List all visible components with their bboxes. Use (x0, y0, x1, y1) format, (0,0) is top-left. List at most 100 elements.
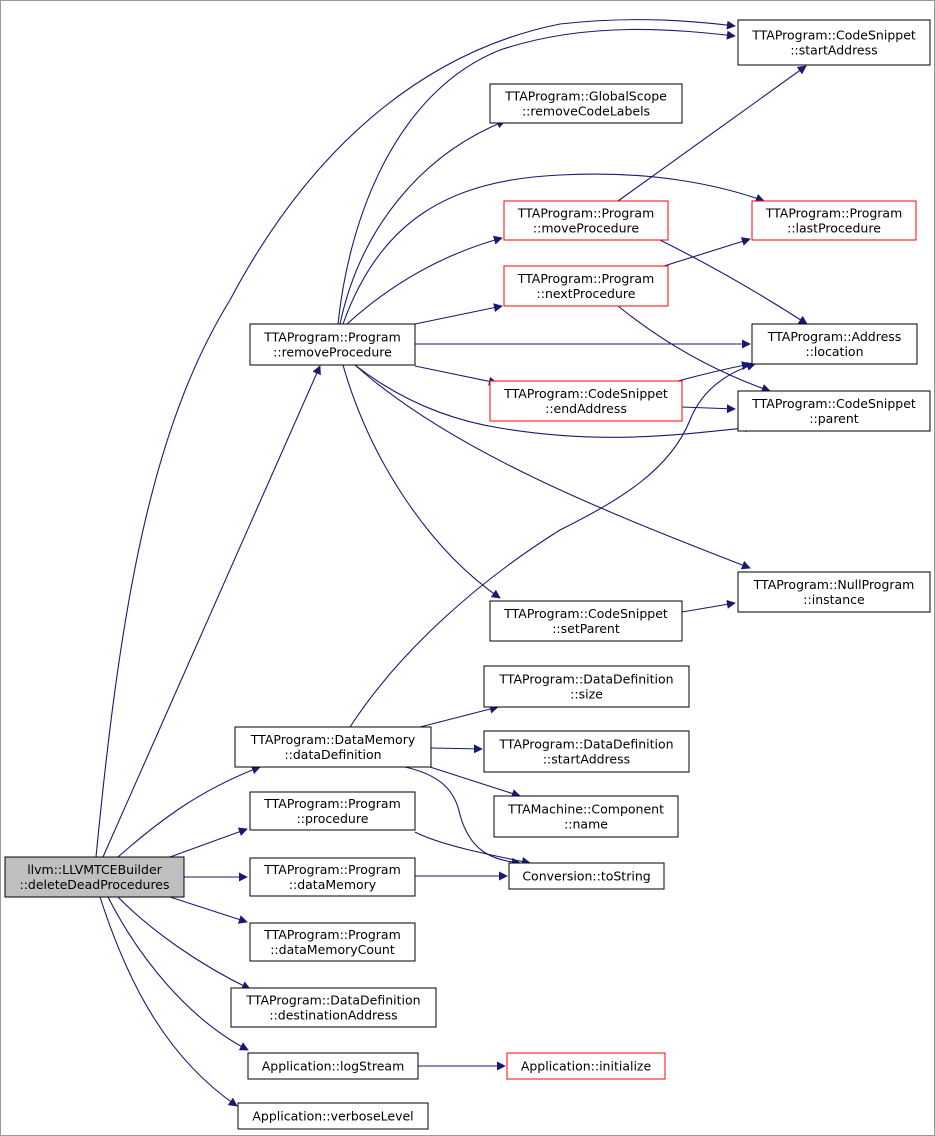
node-box (506, 1052, 666, 1080)
node-nextProcedure[interactable]: TTAProgram::Program::nextProcedure (503, 265, 669, 307)
node-label-line: ::procedure (297, 811, 369, 826)
edge-root-to-dataMemoryCount (169, 896, 248, 924)
node-box (493, 795, 679, 838)
node-setParent[interactable]: TTAProgram::CodeSnippet::setParent (489, 600, 683, 642)
node-label-line: ::instance (803, 592, 865, 607)
node-box (230, 987, 437, 1028)
node-box (247, 1052, 419, 1080)
node-removeProcedure[interactable]: TTAProgram::Program::removeProcedure (249, 323, 416, 366)
node-label-line: TTAProgram::DataDefinition (245, 993, 420, 1008)
node-toString[interactable]: Conversion::toString (508, 862, 665, 890)
node-label-line: TTAProgram::Program (263, 862, 401, 877)
edge-root-to-logStream (107, 896, 249, 1051)
node-box (249, 857, 416, 897)
node-label-line: TTAProgram::DataDefinition (498, 672, 673, 687)
edge-root-to-verboseLevel (99, 896, 238, 1107)
node-lastProcedure[interactable]: TTAProgram::Program::lastProcedure (751, 200, 917, 241)
node-label-line: ::startAddress (543, 752, 630, 767)
node-destinationAddress[interactable]: TTAProgram::DataDefinition::destinationA… (230, 987, 437, 1028)
edge-removeProcedure-to-setParent (342, 364, 501, 599)
node-parent[interactable]: TTAProgram::CodeSnippet::parent (737, 390, 931, 432)
edge-dataDefinition-to-toString (404, 766, 521, 867)
node-box (489, 83, 683, 124)
node-label-line: TTAProgram::CodeSnippet (751, 396, 916, 411)
node-label-line: Application::verboseLevel (252, 1109, 413, 1124)
edge-dataDefinition-to-ddStartAddress (430, 744, 483, 754)
edge-dataDefinition-to-ddSize (419, 704, 499, 728)
edge-setParent-to-nullInstance (681, 599, 736, 613)
edge-root-to-destinationAddress (117, 896, 251, 990)
node-box (483, 730, 690, 773)
node-root: llvm::LLVMTCEBuilder::deleteDeadProcedur… (4, 856, 185, 898)
node-label-line: TTAProgram::Program (263, 796, 401, 811)
edge-removeProcedure-to-removeCodeLabels (339, 119, 506, 325)
node-label-line: ::lastProcedure (787, 221, 881, 236)
node-label-line: ::startAddress (790, 43, 877, 58)
node-label-line: ::dataMemory (289, 877, 377, 892)
edge-removeProcedure-to-endAddress (414, 365, 498, 386)
node-label-line: ::endAddress (545, 401, 627, 416)
node-dataMemory[interactable]: TTAProgram::Program::dataMemory (249, 857, 416, 897)
node-verboseLevel[interactable]: Application::verboseLevel (237, 1102, 429, 1130)
node-logStream[interactable]: Application::logStream (247, 1052, 419, 1080)
node-box (237, 1102, 429, 1130)
node-initialize[interactable]: Application::initialize (506, 1052, 666, 1080)
node-box (737, 571, 931, 613)
node-dataDefinition[interactable]: TTAProgram::DataMemory::dataDefinition (234, 726, 432, 768)
node-label-line: TTAProgram::DataDefinition (498, 737, 673, 752)
node-label-line: TTAProgram::Program (263, 330, 401, 345)
node-label-line: ::dataDefinition (284, 747, 381, 762)
node-endAddress[interactable]: TTAProgram::CodeSnippet::endAddress (489, 380, 683, 422)
edge-dataDefinition-to-componentName (429, 766, 521, 798)
node-procedure[interactable]: TTAProgram::Program::procedure (249, 791, 416, 831)
edge-nextProcedure-to-lastProcedure (663, 237, 751, 267)
node-nullInstance[interactable]: TTAProgram::NullProgram::instance (737, 571, 931, 613)
node-label-line: ::dataMemoryCount (270, 942, 395, 957)
node-label-line: ::setParent (552, 621, 620, 636)
node-box (483, 665, 690, 708)
edge-removeProcedure-to-lastProcedure (342, 173, 765, 325)
edge-removeProcedure-to-moveProcedure (346, 235, 503, 325)
node-box (737, 19, 931, 66)
node-label-line: TTAProgram::Program (517, 271, 655, 286)
node-label-line: TTAProgram::NullProgram (753, 577, 915, 592)
edge-nextProcedure-to-parent (617, 305, 771, 393)
node-label-line: ::name (564, 817, 608, 832)
node-startAddress[interactable]: TTAProgram::CodeSnippet::startAddress (737, 19, 931, 66)
edge-moveProcedure-to-location (659, 239, 808, 325)
node-label-line: TTAProgram::CodeSnippet (503, 606, 668, 621)
node-label-line: TTAProgram::CodeSnippet (751, 28, 916, 43)
node-ddStartAddress[interactable]: TTAProgram::DataDefinition::startAddress (483, 730, 690, 773)
edge-removeProcedure-to-startAddress (337, 28, 736, 325)
edge-root-to-startAddress (95, 19, 736, 858)
node-label-line: TTAProgram::CodeSnippet (503, 386, 668, 401)
edge-removeProcedure-to-nextProcedure (414, 303, 503, 325)
edge-root-to-removeProcedure (102, 365, 321, 858)
node-label-line: TTAProgram::Program (263, 927, 401, 942)
node-location[interactable]: TTAProgram::Address::location (751, 323, 918, 365)
node-label-line: ::destinationAddress (269, 1008, 397, 1023)
node-label-line: ::deleteDeadProcedures (19, 877, 169, 892)
node-label-line: ::moveProcedure (533, 221, 639, 236)
node-label-line: TTAProgram::Program (765, 206, 903, 221)
node-box (489, 380, 683, 422)
node-moveProcedure[interactable]: TTAProgram::Program::moveProcedure (503, 200, 669, 241)
node-label-line: TTAMachine::Component (507, 802, 664, 817)
node-box (249, 323, 416, 366)
node-box (508, 862, 665, 890)
edge-dataDefinition-to-location (349, 362, 756, 728)
node-label-line: ::removeProcedure (273, 345, 392, 360)
node-removeCodeLabels[interactable]: TTAProgram::GlobalScope::removeCodeLabel… (489, 83, 683, 124)
node-box (234, 726, 432, 768)
node-label-line: TTAProgram::Address (767, 329, 902, 344)
node-box (737, 390, 931, 432)
node-box (751, 323, 918, 365)
node-label-line: ::removeCodeLabels (522, 104, 650, 119)
node-ddSize[interactable]: TTAProgram::DataDefinition::size (483, 665, 690, 708)
node-box (503, 200, 669, 241)
edge-removeProcedure-to-parent (354, 364, 754, 438)
node-dataMemoryCount[interactable]: TTAProgram::Program::dataMemoryCount (249, 922, 416, 962)
node-componentName[interactable]: TTAMachine::Component::name (493, 795, 679, 838)
edge-root-to-dataDefinition (117, 765, 261, 858)
